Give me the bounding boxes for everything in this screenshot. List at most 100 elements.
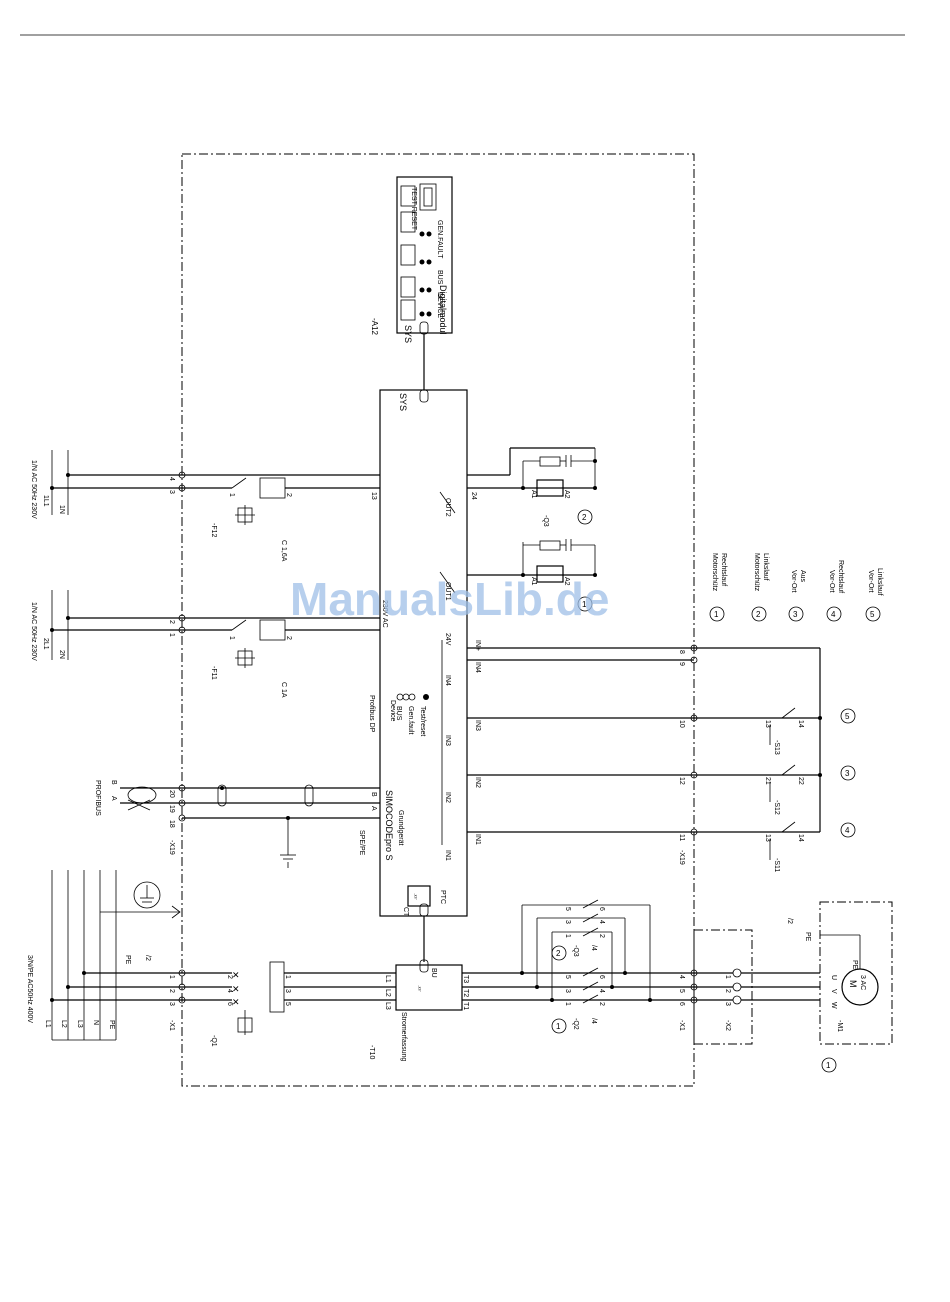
q1-c2: 2 (226, 975, 233, 979)
q2-contact-3: 3 (564, 989, 571, 993)
x2-ref: -X2 (724, 1020, 731, 1031)
legend-2-l2: Linkslauf (762, 553, 769, 581)
reversing-contactors: 5 6 3 4 1 2 -Q3 /4 5 6 3 4 1 2 -Q2 /4 2 … (520, 899, 652, 1034)
ct-label: CT (402, 907, 409, 917)
q3-contact-1: 1 (564, 934, 571, 938)
legend-2-l1: Motorschütz (753, 553, 760, 592)
term-13: 13 (370, 492, 377, 500)
marker-1-top (577, 596, 593, 612)
in3-term: IN3 (474, 720, 481, 731)
s12-ref: -S12 (773, 800, 780, 815)
legend-5-l1: Vor-Ort (867, 570, 874, 593)
motor-pe: PE (851, 960, 858, 970)
supply-f12: 1/N AC 50Hz 230V 1L1 1N 3 4 -F12 C 1,6A … (30, 450, 380, 562)
supply1-line-n: 1N (58, 505, 65, 514)
f12-t1: 1 (228, 493, 235, 497)
in2-label: IN2 (444, 792, 451, 803)
marker-2-power-num: 2 (556, 949, 561, 958)
f11-t1: 1 (228, 636, 235, 640)
x19-ref: -X19 (678, 850, 685, 865)
q1-c4: 4 (226, 989, 233, 993)
supply2-term-2: 2 (168, 620, 175, 624)
q1-c5: 5 (284, 1002, 291, 1006)
q3-coil-a1: A1 (530, 490, 537, 499)
svg-text:✕: ✕ (232, 970, 240, 980)
x19-term-8: 8 (678, 650, 685, 654)
current-sensor-label: Stromerfassung (400, 1012, 407, 1062)
q2-coil-a2: A2 (563, 577, 570, 586)
motor-term-u: U (830, 975, 837, 980)
legend-5-l2: Linkslauf (876, 568, 883, 596)
marker-3-inputs-num: 3 (845, 769, 850, 778)
supply2-term-1: 1 (168, 633, 175, 637)
led-label-genfault: Gen.fault (407, 706, 414, 734)
legend-2-num: 2 (756, 610, 761, 619)
motor-term-v: V (830, 989, 837, 994)
legend-4-num: 4 (831, 610, 836, 619)
profibus-term-19: 19 (168, 805, 175, 813)
led-label-testreset: Test/reset (419, 706, 426, 736)
current-sensor-t1: T1 (462, 1002, 469, 1010)
marker-2-power (551, 945, 567, 961)
profibus-signal-b: B (110, 780, 117, 785)
x19-term-9: 9 (678, 662, 685, 666)
motor-term-w: W (830, 1002, 837, 1009)
supply-f11: 1/N AC 50Hz 230V 2L1 2N 1 2 -F11 C 1A 1 … (30, 590, 380, 698)
q3-contact-3: 3 (564, 920, 571, 924)
marker-1-power (551, 1018, 567, 1034)
cabinet-boundary (181, 153, 695, 1087)
q3-coil-ref: -Q3 (542, 515, 549, 527)
marker-5-inputs-num: 5 (845, 712, 850, 721)
basic-profibus-dp: Profibus DP (368, 695, 375, 733)
in1-label: IN1 (444, 850, 451, 861)
basic-leds: Device BUS Gen.fault Test/reset (389, 693, 429, 736)
coil-q2: A1 A2 (521, 539, 597, 586)
marker-1-motor (821, 1057, 837, 1073)
legend-3-l1: Vor-Ort (790, 570, 797, 593)
q3-contact-5: 5 (564, 907, 571, 911)
legend-3-l2: Aus (799, 570, 806, 583)
in1-term: IN1 (474, 834, 481, 845)
supply3-line-pe: PE (108, 1020, 115, 1030)
current-sensor-bu: BU (430, 968, 437, 978)
current-sensor-l2: L2 (384, 989, 391, 997)
q2-contact-1: 1 (564, 1002, 571, 1006)
q2-coil-a1: A1 (530, 577, 537, 586)
legend-1-l2: Rechtslauf (720, 553, 727, 586)
marker-1-top-num: 1 (582, 600, 587, 609)
watermark: ManualsLib.de (290, 573, 609, 625)
marker-2-top-num: 2 (582, 513, 587, 522)
current-sensor-ref: -T10 (368, 1045, 375, 1060)
x1-term-3: 3 (168, 1002, 175, 1006)
local-switches: -S13 -S12 -S11 13 14 21 22 13 14 5 3 4 (764, 707, 856, 872)
s13-c14: 14 (797, 720, 804, 728)
q2-page-ref: /4 (590, 1018, 597, 1024)
supply2-line-l1: 2L1 (42, 638, 49, 650)
motor-pe-ref: /2 (786, 918, 793, 924)
motor-pe-top: PE (804, 932, 811, 942)
supply3-line-n: N (92, 1020, 99, 1025)
x1-ref-right: -X1 (678, 1020, 685, 1031)
f12-ref: -F12 (210, 523, 217, 538)
s11-c13: 13 (764, 834, 771, 842)
q2-contact-5: 5 (564, 975, 571, 979)
in-plus-label: IN+ (474, 640, 481, 651)
supply2-line-n: 2N (58, 650, 65, 659)
f11-rating: C 1A (280, 682, 287, 698)
supply3-line-l2: L2 (60, 1020, 67, 1028)
x1-ref-left: -X1 (168, 1020, 175, 1031)
main-power: 3/N/PE AC50Hz 400V L1 L2 L3 N PE 1 2 3 -… (26, 870, 396, 1047)
x1-term-2: 2 (168, 989, 175, 993)
module-name: Digitalmodul (438, 285, 448, 335)
legend-1-l1: Motorschütz (711, 553, 718, 592)
voltage-24: 24V (444, 633, 451, 646)
x2-term-2: 2 (724, 989, 731, 993)
s12-c21: 21 (764, 777, 771, 785)
basic-unit-subtitle: Grundgerät (397, 810, 404, 845)
motor-sub: 3 AC (859, 975, 866, 990)
profibus-connector: PROFIBUS B A 20 19 18 -X19 B A (94, 780, 380, 860)
legend-1-num: 1 (714, 610, 719, 619)
current-sensor: ♮ Stromerfassung -T10 BU L1 L2 L3 T1 T2 … (368, 916, 694, 1062)
motor-ref: -M1 (836, 1020, 843, 1032)
out2-label: OUT2 (444, 498, 451, 517)
